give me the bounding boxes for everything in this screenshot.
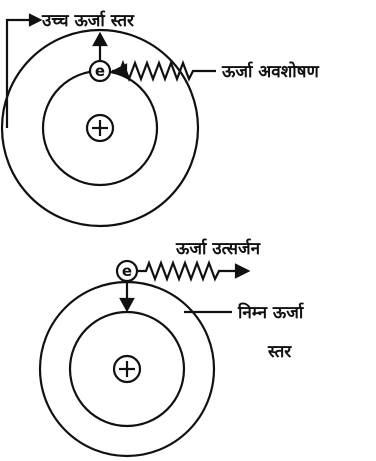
electron-drop-arrow [121, 282, 133, 310]
high-level-pointer [7, 15, 40, 128]
low-energy-level-label-line1: निम्न ऊर्जा [237, 302, 304, 323]
low-energy-level-label-line2: स्तर [267, 342, 292, 362]
electron-symbol: e [122, 262, 132, 280]
high-energy-level-label: उच्च ऊर्जा स्तर [41, 10, 135, 31]
energy-absorption-label: ऊर्जा अवशोषण [221, 61, 320, 82]
emission-atom [40, 261, 248, 456]
electron-jump-arrow [94, 34, 106, 60]
absorption-atom [2, 15, 216, 226]
electron-symbol: e [95, 62, 105, 80]
absorbed-photon-wave [112, 63, 216, 79]
emitted-photon-wave [138, 263, 248, 279]
nucleus [114, 356, 140, 382]
energy-emission-label: ऊर्जा उत्सर्जन [175, 238, 261, 259]
nucleus [87, 115, 113, 141]
